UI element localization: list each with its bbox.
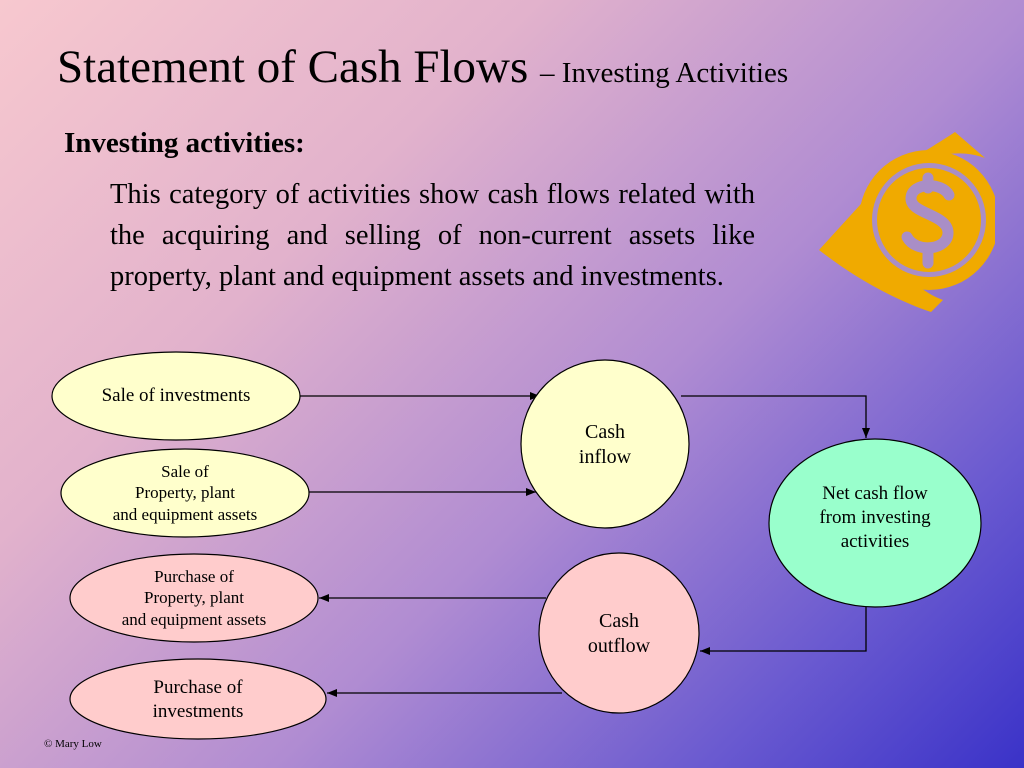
label-net-cash-flow: Net cash flow from investing activities xyxy=(819,483,931,552)
node-cash-inflow xyxy=(520,359,690,529)
slide-title-main: Statement of Cash Flows xyxy=(57,41,529,93)
node-sale-ppe xyxy=(60,448,310,538)
label-sale-ppe: Sale of Property, plant and equipment as… xyxy=(112,462,258,524)
slide-subtitle: – Investing Activities xyxy=(540,57,789,89)
node-purchase-ppe xyxy=(69,553,319,643)
label-purchase-ppe: Purchase of Property, plant and equipmen… xyxy=(121,567,267,629)
arrow-inflow-to-net xyxy=(681,395,870,438)
logo-swoosh xyxy=(819,132,985,312)
connectors xyxy=(300,392,870,697)
label-cash-inflow: Cash inflow xyxy=(578,421,632,468)
footer-copyright: © Mary Low xyxy=(44,738,102,750)
label-purchase-investments: Purchase of investments xyxy=(152,677,244,722)
slide-title: Statement of Cash Flows – Investing Acti… xyxy=(57,41,789,94)
label-cash-outflow: Cash outflow xyxy=(587,610,651,657)
node-purchase-investments xyxy=(69,658,327,740)
node-shapes xyxy=(51,351,982,740)
label-sale-investments: Sale of investments xyxy=(101,385,251,407)
node-net-cash-flow xyxy=(768,438,982,608)
dollar-sign-icon xyxy=(819,132,995,312)
node-cash-outflow xyxy=(538,552,700,714)
description-paragraph: This category of activities show cash fl… xyxy=(110,179,755,292)
node-sale-investments xyxy=(51,351,301,441)
arrow-net-to-outflow xyxy=(700,607,867,655)
section-heading: Investing activities: xyxy=(64,127,305,159)
